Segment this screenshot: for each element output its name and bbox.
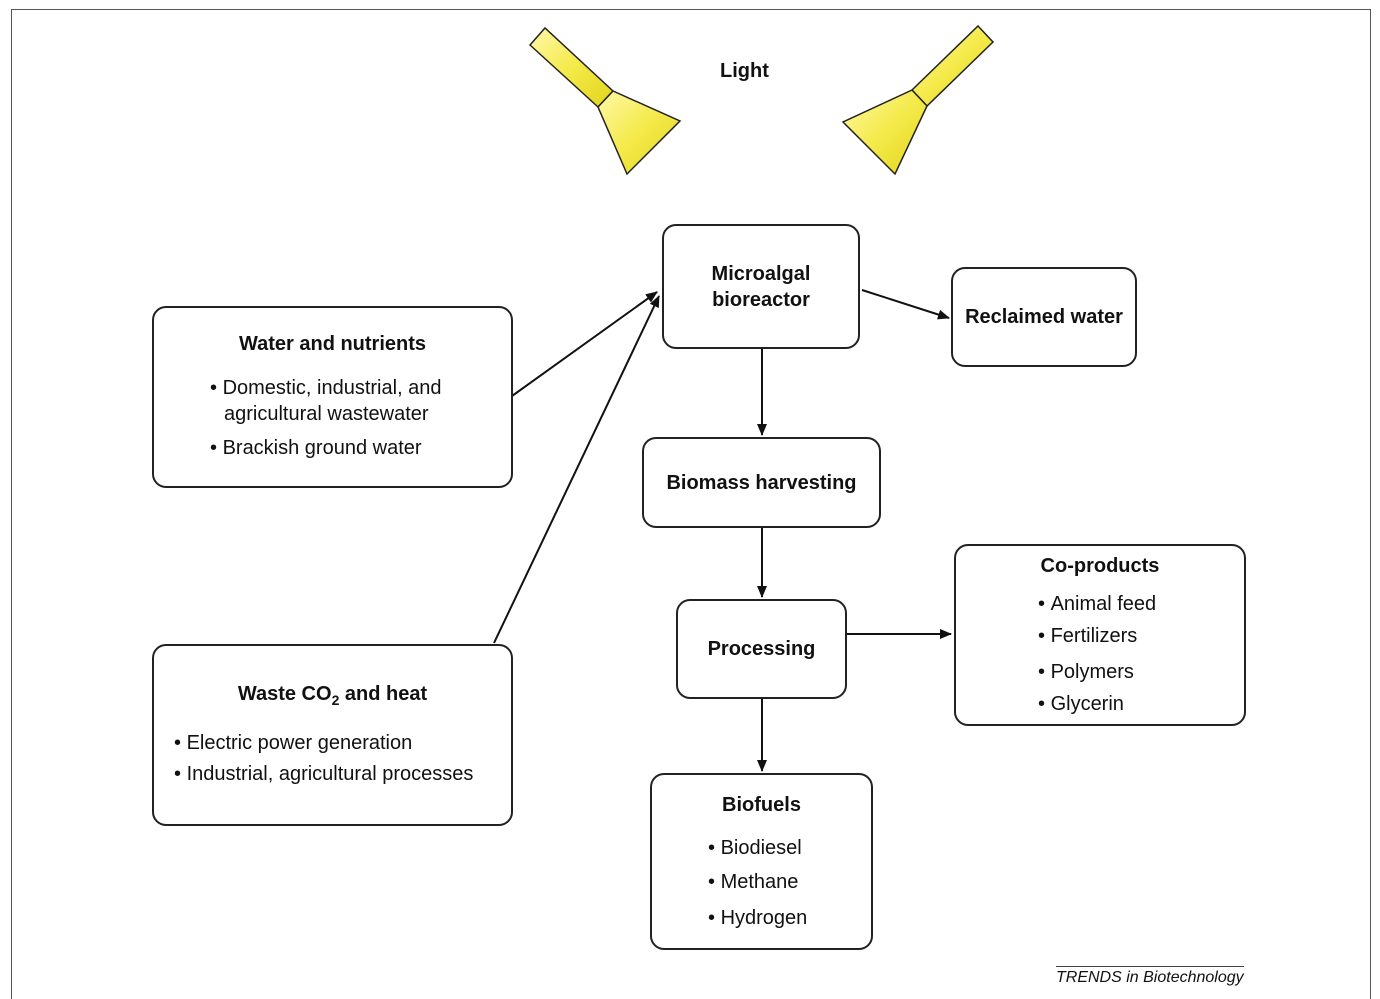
processing-label: Processing [707,638,816,660]
biofuels-title: Biofuels [722,794,801,816]
list-item: Biodiesel [708,835,807,861]
list-item: Industrial, agricultural processes [174,761,474,787]
water-nutrients-list: Domestic, industrial, and agricultural w… [210,375,442,461]
water-nutrients-title: Water and nutrients [238,333,427,355]
water-nutrients-box: Water and nutrients Domestic, industrial… [152,306,513,488]
light-label: Light [720,60,769,82]
list-item: Methane [708,869,807,895]
waste-co2-title-main: Waste CO [237,683,332,705]
arrow-water-to-bioreactor [511,291,658,397]
biofuels-box: Biofuels Biodiesel Methane Hydrogen [650,773,873,950]
bioreactor-label-line2: bioreactor [712,288,810,311]
arrow-waste-to-bioreactor [493,295,660,644]
bioreactor-box: Microalgal bioreactor [662,224,860,349]
source-credit: TRENDS in Biotechnology [1056,966,1244,987]
waste-co2-title-rest: and heat [339,683,428,705]
reclaimed-water-label: Reclaimed water [965,306,1123,328]
list-item: Electric power generation [174,730,473,756]
biomass-harvesting-box: Biomass harvesting [642,437,881,528]
list-item-continuation: agricultural wastewater [224,403,429,425]
waste-co2-list: Electric power generation Industrial, ag… [174,730,474,787]
list-item: Polymers [1038,659,1156,685]
coproducts-title: Co-products [1040,555,1160,577]
figure-frame [11,9,1371,999]
reclaimed-water-box: Reclaimed water [951,267,1137,367]
list-item: Hydrogen [708,905,808,931]
right-lamp-icon [841,24,995,176]
list-item: Animal feed [1038,591,1157,617]
biomass-harvesting-label: Biomass harvesting [666,471,857,494]
processing-box: Processing [676,599,847,699]
coproducts-list: Animal feed Fertilizers Polymers Glyceri… [1038,591,1157,717]
bioreactor-label-line1: Microalgal [711,262,811,285]
left-lamp-icon [528,26,682,176]
waste-co2-title: Waste CO2 and heat [154,681,511,713]
list-item: Domestic, industrial, and [210,375,442,401]
list-item: Brackish ground water [210,435,442,461]
biofuels-list: Biodiesel Methane Hydrogen [708,835,808,931]
list-item: Fertilizers [1038,623,1156,649]
coproducts-box: Co-products Animal feed Fertilizers Poly… [954,544,1246,726]
list-item: Glycerin [1038,691,1156,717]
waste-co2-box: Waste CO2 and heat Electric power genera… [152,644,513,826]
arrow-bioreactor-to-reclaimed [861,289,950,320]
waste-co2-title-subscript: 2 [331,692,340,708]
